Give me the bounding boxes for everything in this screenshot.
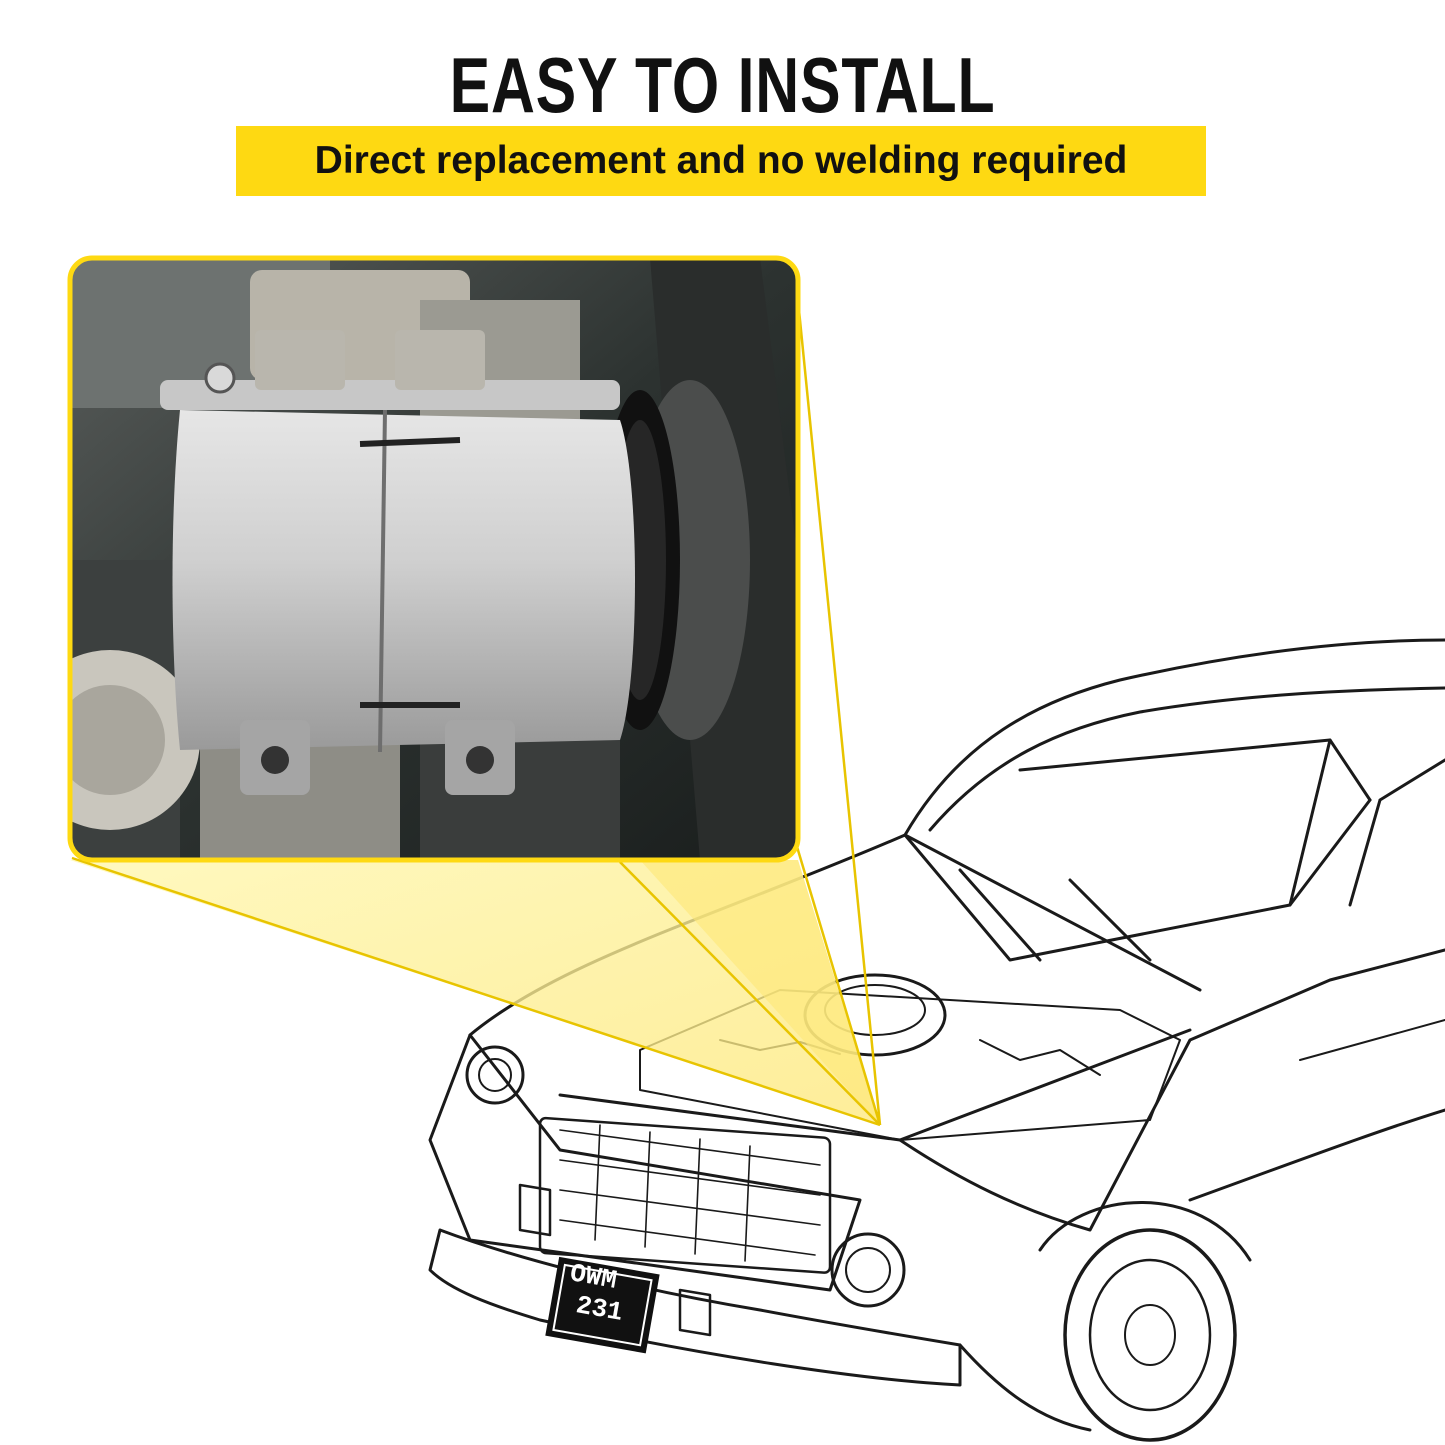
photo-frame — [67, 255, 801, 863]
compressor-photo — [70, 258, 798, 860]
subheadline-banner: Direct replacement and no welding requir… — [236, 126, 1206, 196]
headline: EASY TO INSTALL — [449, 41, 996, 129]
subheadline-text: Direct replacement and no welding requir… — [314, 139, 1128, 182]
license-plate — [545, 1256, 660, 1354]
